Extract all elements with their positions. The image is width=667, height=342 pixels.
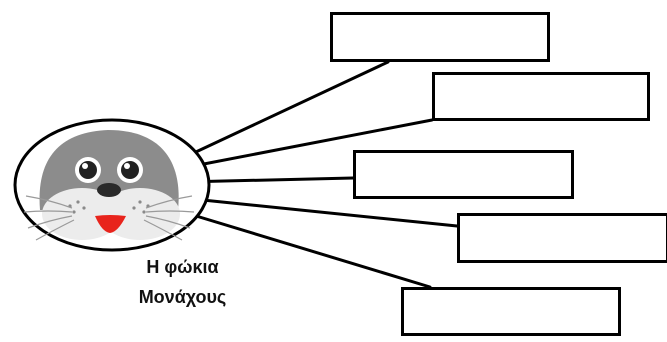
answer-box-3[interactable] (353, 150, 574, 199)
seal-tongue (95, 215, 126, 233)
seal-eye-left-pupil (79, 161, 97, 179)
connector-line-3 (181, 176, 355, 184)
connector-line-5 (181, 210, 432, 289)
seal-nose (97, 183, 121, 197)
caption-line-1: Η φώκια (146, 257, 219, 277)
seal-caption: Η φώκια Μονάχους (120, 252, 245, 312)
connector-line-4 (181, 196, 459, 228)
connector-line-2 (181, 118, 434, 170)
answer-box-2[interactable] (432, 72, 650, 121)
seal-eye-right-pupil (121, 161, 139, 179)
answer-box-5[interactable] (401, 287, 621, 336)
seal-cheek-right (100, 188, 180, 240)
connector-line-1 (181, 60, 390, 160)
answer-box-4[interactable] (457, 213, 667, 263)
seal-whiskers (23, 195, 195, 241)
answer-box-1[interactable] (330, 12, 550, 62)
caption-line-2: Μονάχους (138, 287, 227, 307)
seal-face-illustration (13, 118, 211, 252)
